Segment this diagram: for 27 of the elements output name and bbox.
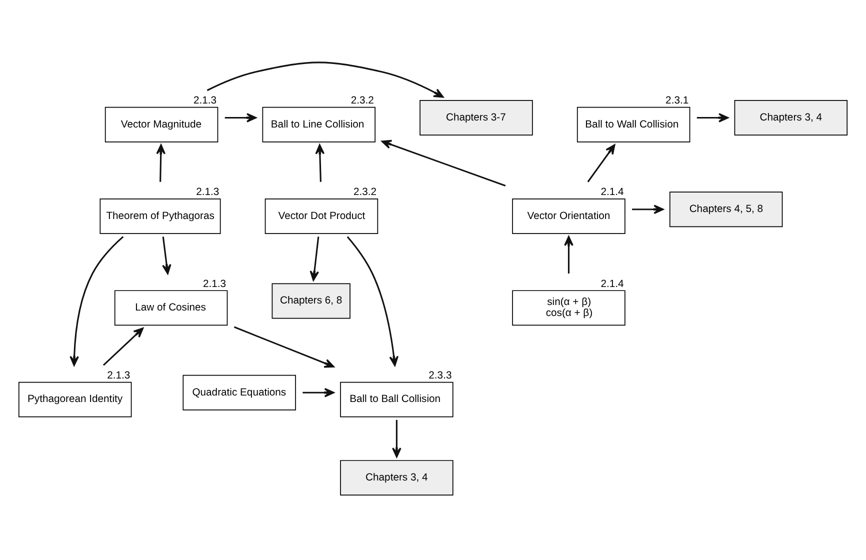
node-label: 2.3.1 (666, 95, 689, 106)
arrow (587, 144, 616, 182)
arrow (381, 139, 506, 186)
arrow (70, 236, 124, 366)
arrow (632, 204, 664, 214)
arrow (310, 236, 320, 280)
arrow (696, 112, 729, 122)
arrow (224, 112, 256, 122)
node-label: 2.1.4 (600, 186, 624, 198)
arrow (564, 235, 574, 274)
arrow (346, 236, 399, 366)
arrow (315, 144, 325, 182)
arrow (234, 326, 334, 368)
node-label: 2.1.3 (107, 370, 130, 381)
node-label: 2.3.2 (353, 186, 377, 198)
arrow (206, 61, 444, 98)
node-label: 2.1.3 (203, 278, 226, 290)
arrow (162, 236, 172, 274)
node-label: 2.3.3 (428, 370, 452, 381)
node-label: 2.1.3 (196, 186, 220, 198)
node-label: 2.3.2 (350, 95, 374, 106)
arrow (302, 387, 334, 397)
node-label: 2.1.3 (194, 95, 217, 106)
arrow (392, 419, 402, 458)
arrow (102, 327, 144, 366)
node-label: 2.1.4 (600, 278, 624, 290)
arrow (156, 144, 166, 182)
